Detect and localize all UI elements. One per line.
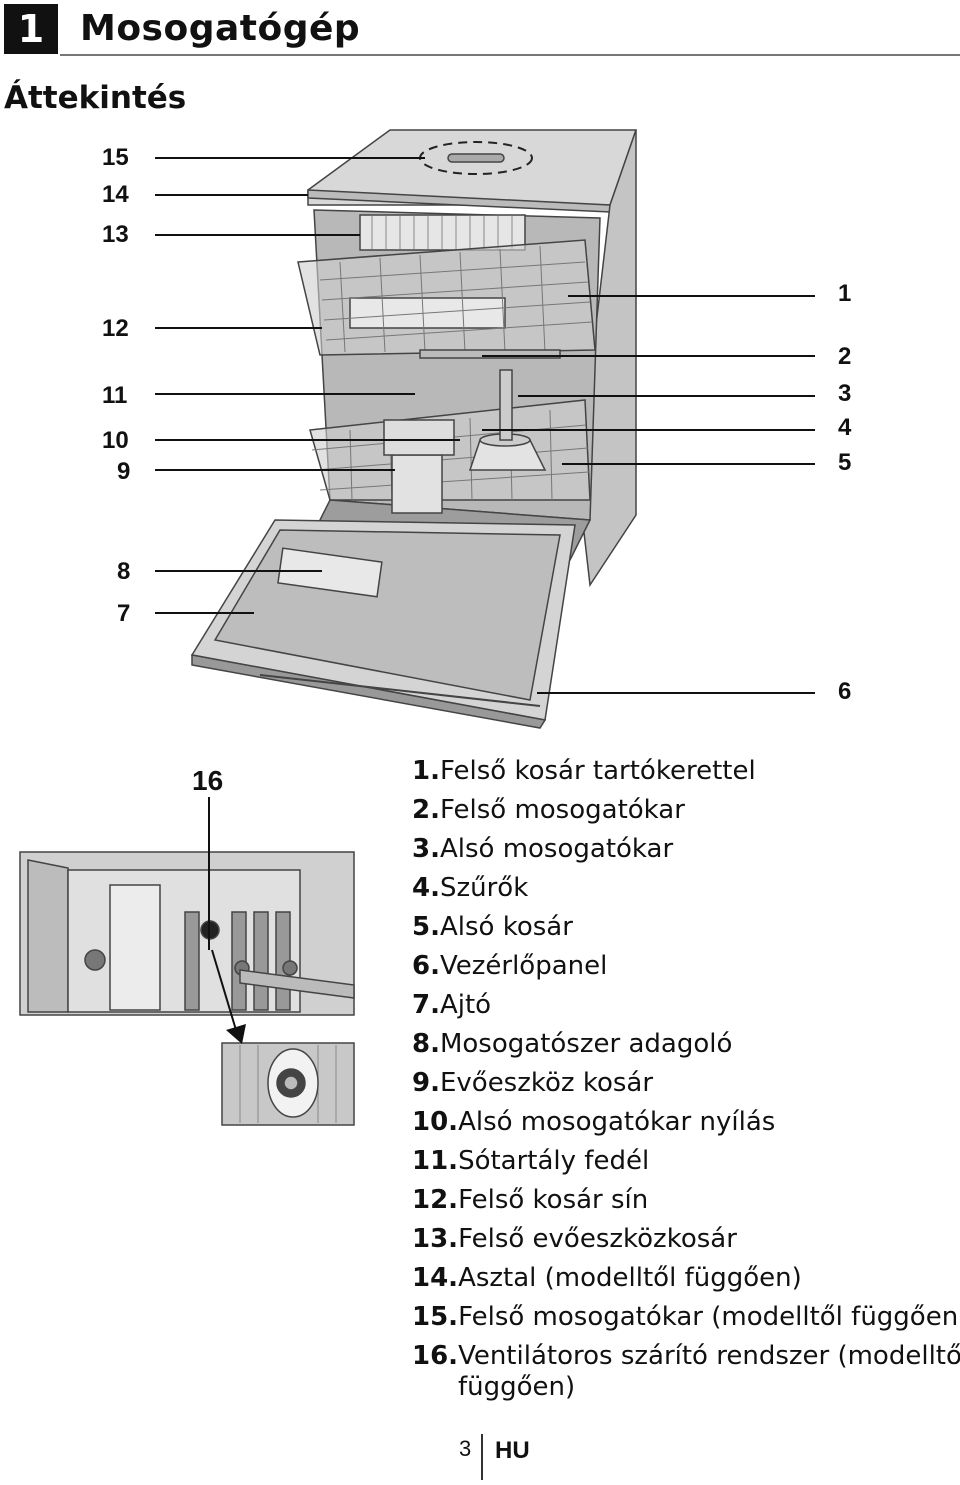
- legend-text: Felső evőeszközkosár: [458, 1224, 737, 1254]
- legend-item-7: 7.Ajtó: [412, 986, 960, 1025]
- legend-item-15: 15.Felső mosogatókar (modelltől függően): [412, 1298, 960, 1337]
- legend-item-2: 2.Felső mosogatókar: [412, 791, 960, 830]
- legend-item-10: 10.Alsó mosogatókar nyílás: [412, 1103, 960, 1142]
- callout-10: 10: [102, 427, 129, 454]
- legend-text: Felső kosár tartókerettel: [439, 756, 756, 786]
- legend-text: Szűrők: [439, 873, 529, 903]
- footer-divider: [481, 1434, 483, 1480]
- legend-text: Vezérlőpanel: [439, 951, 608, 981]
- legend-num: 15.: [412, 1302, 459, 1332]
- legend-num: 8.: [412, 1029, 440, 1059]
- legend-item-16: 16.Ventilátoros szárító rendszer (modell…: [412, 1337, 960, 1376]
- header-rule: [60, 54, 960, 56]
- legend-num: 14.: [412, 1263, 459, 1293]
- legend-text: Evőeszköz kosár: [439, 1068, 654, 1098]
- chapter-number: 1: [17, 7, 45, 51]
- callout-leader-lines: [155, 157, 815, 694]
- page-number: 3: [459, 1436, 472, 1461]
- callout-1: 1: [838, 280, 852, 307]
- legend-num: 5.: [412, 912, 440, 942]
- legend-num: 1.: [412, 756, 440, 786]
- callout-4: 4: [838, 414, 852, 441]
- legend-num: 10.: [412, 1107, 459, 1137]
- legend-item-4: 4.Szűrők: [412, 869, 960, 908]
- chapter-number-box: 1: [4, 4, 58, 54]
- legend-num: 11.: [412, 1146, 459, 1176]
- callout-13: 13: [102, 221, 129, 248]
- legend-num: 4.: [412, 873, 440, 903]
- legend-item-14: 14.Asztal (modelltől függően): [412, 1259, 960, 1298]
- section-title: Áttekintés: [4, 80, 187, 116]
- legend-item-5: 5.Alsó kosár: [412, 908, 960, 947]
- dishwasher-drawing: [190, 129, 638, 729]
- chapter-title: Mosogatógép: [80, 8, 361, 49]
- callout-16: 16: [192, 765, 224, 796]
- legend-item-9: 9.Evőeszköz kosár: [412, 1064, 960, 1103]
- language-code: HU: [495, 1437, 530, 1464]
- callout-6: 6: [838, 678, 852, 705]
- legend-num: 3.: [412, 834, 440, 864]
- callout-11: 11: [102, 382, 128, 409]
- legend-text: Ventilátoros szárító rendszer (modelltől: [458, 1341, 960, 1371]
- callout-8: 8: [117, 558, 131, 585]
- callout-3: 3: [838, 380, 852, 407]
- inset-leader-lines: [208, 797, 237, 1031]
- legend-item-11: 11.Sótartály fedél: [412, 1142, 960, 1181]
- callout-14: 14: [102, 181, 129, 208]
- inset-arrow-icon: [226, 1024, 246, 1044]
- legend-item-3: 3.Alsó mosogatókar: [412, 830, 960, 869]
- legend-num: 6.: [412, 951, 440, 981]
- callout-2: 2: [838, 343, 852, 370]
- legend-item-6: 6.Vezérlőpanel: [412, 947, 960, 986]
- legend-text: Felső mosogatókar: [439, 795, 685, 825]
- legend-num: 2.: [412, 795, 440, 825]
- legend-item-8: 8.Mosogatószer adagoló: [412, 1025, 960, 1064]
- legend-item-1: 1.Felső kosár tartókerettel: [412, 752, 960, 791]
- callout-9: 9: [117, 458, 131, 485]
- legend-num: 12.: [412, 1185, 459, 1215]
- legend-text: Alsó mosogatókar nyílás: [458, 1107, 776, 1137]
- callout-12: 12: [102, 315, 129, 342]
- legend-text: Alsó mosogatókar: [439, 834, 674, 864]
- legend-num: 7.: [412, 990, 440, 1020]
- legend-item-13: 13.Felső evőeszközkosár: [412, 1220, 960, 1259]
- legend-num: 16.: [412, 1341, 459, 1371]
- legend-item-16-continued: függően): [458, 1372, 576, 1402]
- legend-text: Sótartály fedél: [458, 1146, 650, 1176]
- fan-drying-inset: [19, 851, 355, 1126]
- callout-15: 15: [102, 144, 129, 171]
- callout-5: 5: [838, 449, 852, 476]
- legend-text: Felső kosár sín: [458, 1185, 649, 1215]
- legend-item-12: 12.Felső kosár sín: [412, 1181, 960, 1220]
- legend-num: 13.: [412, 1224, 459, 1254]
- legend-text: Mosogatószer adagoló: [439, 1029, 733, 1059]
- legend-text: Felső mosogatókar (modelltől függően): [458, 1302, 960, 1332]
- legend-text: Alsó kosár: [439, 912, 573, 942]
- legend-text: Asztal (modelltől függően): [458, 1263, 802, 1293]
- legend-text: Ajtó: [439, 990, 492, 1020]
- legend-num: 9.: [412, 1068, 440, 1098]
- callout-7: 7: [117, 600, 131, 627]
- parts-legend: 1.Felső kosár tartókerettel 2.Felső moso…: [412, 752, 960, 1407]
